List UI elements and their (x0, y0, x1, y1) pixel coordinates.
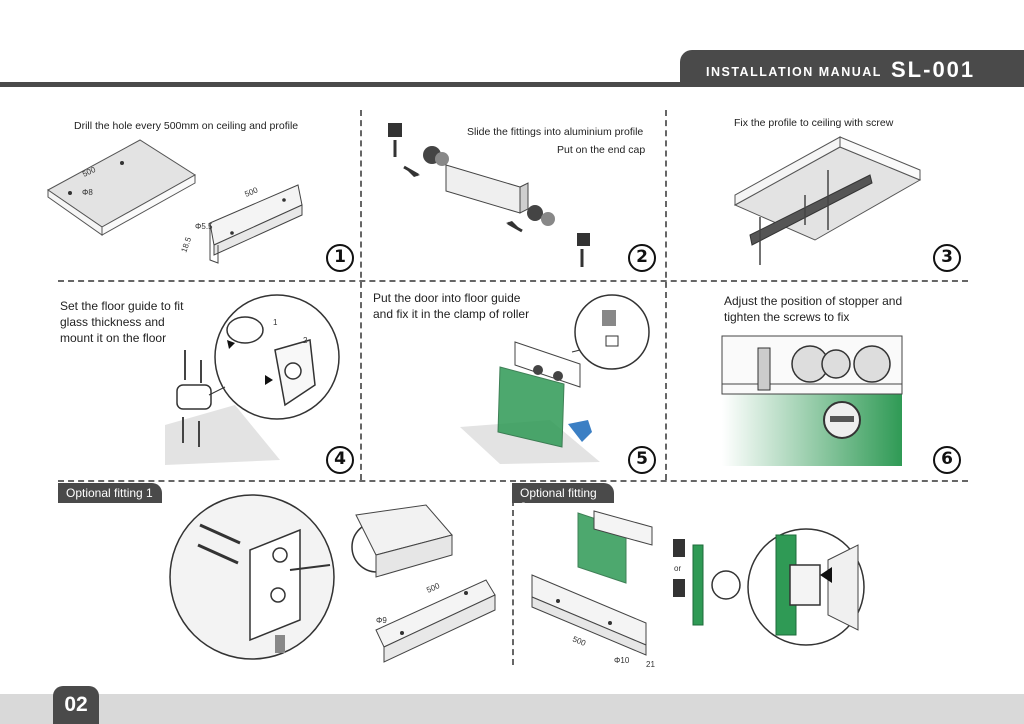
step-6-number: 6 (933, 446, 961, 474)
model-number: SL-001 (891, 57, 976, 82)
step-5-text-line2: and fix it in the clamp of roller (373, 307, 530, 321)
optional-1-dim: 500 (425, 581, 441, 595)
optional-1-dia: Φ9 (376, 616, 387, 625)
step-1-dia-a: Φ8 (82, 188, 93, 197)
step-6-text-line1: Adjust the position of stopper and (724, 294, 903, 308)
step-1-dim-b: 500 (243, 185, 259, 199)
step-1-text: Drill the hole every 500mm on ceiling an… (74, 120, 299, 132)
step-2-number: 2 (628, 244, 656, 272)
step-2-illustration (388, 123, 590, 267)
header-rule (0, 82, 1024, 87)
step-2-text-line2: Put on the end cap (557, 144, 646, 156)
footer-bar (0, 694, 1024, 724)
optional-2-height: 21 (646, 660, 655, 669)
optional-2-or: or (674, 564, 681, 573)
step-5-illustration (460, 294, 650, 464)
step-6-text-line2: tighten the screws to fix (724, 310, 850, 324)
step-4-number: 4 (326, 446, 354, 474)
step-6-illustration (721, 335, 903, 466)
step-1-dim-c: 18.5 (179, 235, 193, 253)
step-3-text: Fix the profile to ceiling with screw (734, 117, 894, 129)
optional-2-dim: 500 (571, 635, 587, 649)
step-1-dia-b: Φ5.5 (195, 222, 213, 231)
optional-fitting-1-illustration: 500 Φ9 (169, 494, 496, 663)
step-5-number: 5 (628, 446, 656, 474)
optional-2-dia: Φ10 (614, 656, 630, 665)
optional-fitting-1-tab: Optional fitting 1 (58, 483, 162, 503)
step-4-label-2: 2 (303, 336, 308, 345)
step-4-text-line1: Set the floor guide to fit (60, 299, 184, 313)
manual-label: INSTALLATION MANUAL (706, 65, 882, 79)
step-3-number: 3 (933, 244, 961, 272)
grid-line-v2 (665, 110, 667, 480)
optional-fitting-2-tab: Optional fitting 2 (512, 483, 614, 514)
page-number: 02 (53, 686, 99, 724)
grid-line-v1 (360, 110, 362, 480)
step-4-label-1: 1 (273, 318, 278, 327)
optional-fitting-2-illustration: 500 Φ10 21 or (531, 510, 865, 669)
step-1-number: 1 (326, 244, 354, 272)
step-4-text-line3: mount it on the floor (60, 331, 167, 345)
step-4-illustration: 1 2 (165, 294, 340, 465)
title-tab: INSTALLATION MANUAL SL-001 (680, 50, 1024, 87)
grid-line-v3 (512, 500, 514, 665)
step-5-text-line1: Put the door into floor guide (373, 291, 521, 305)
step-3-illustration (733, 136, 922, 265)
step-1-illustration: 500 Φ8 500 Φ5.5 18.5 (47, 139, 303, 264)
step-4-text-line2: glass thickness and (60, 315, 165, 329)
grid-line-h1 (58, 280, 968, 282)
grid-line-h2 (58, 480, 968, 482)
step-2-text-line1: Slide the fittings into aluminium profil… (467, 126, 644, 138)
